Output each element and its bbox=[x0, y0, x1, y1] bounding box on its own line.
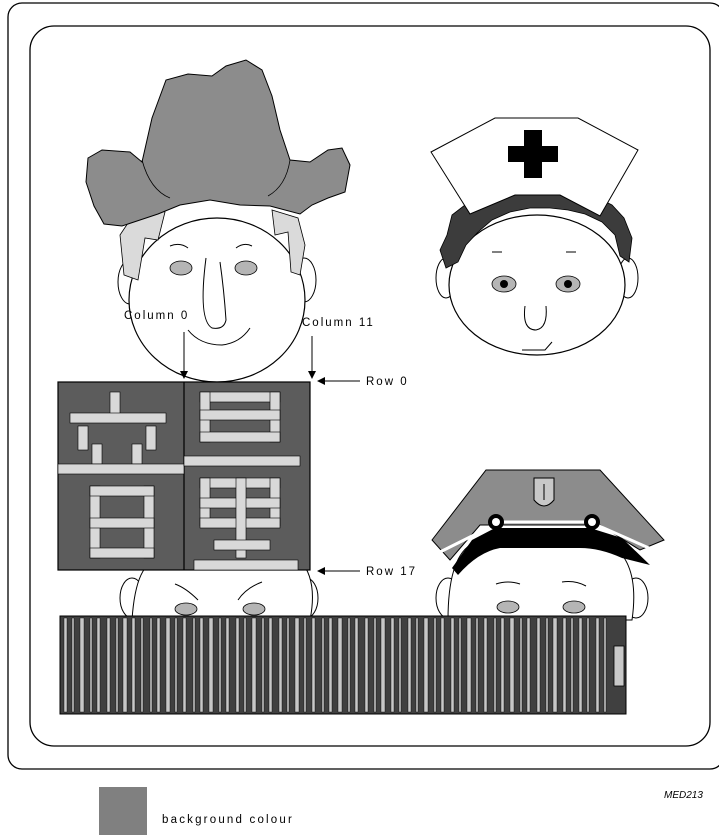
barcode-bar bbox=[97, 618, 100, 712]
text-character-block bbox=[58, 382, 310, 570]
barcode-bar bbox=[141, 618, 143, 712]
barcode-bar bbox=[279, 618, 282, 712]
barcode-bar bbox=[166, 618, 170, 712]
barcode-bar bbox=[553, 618, 557, 712]
barcode-bar bbox=[501, 618, 504, 712]
label-column-end: Column 11 bbox=[302, 317, 375, 329]
barcode-bar bbox=[579, 618, 582, 712]
barcode-bar bbox=[80, 618, 84, 712]
barcode-bar bbox=[236, 618, 239, 712]
barcode-bar bbox=[107, 618, 110, 712]
cowboy-hat-icon bbox=[86, 60, 350, 226]
barcode-bar bbox=[116, 618, 118, 712]
barcode-bar bbox=[64, 618, 67, 712]
barcode-bar bbox=[287, 618, 289, 712]
barcode-bar bbox=[175, 618, 177, 712]
barcode-bar bbox=[72, 618, 74, 712]
barcode-bar bbox=[484, 618, 487, 712]
barcode-bar bbox=[329, 618, 332, 712]
barcode-bar bbox=[416, 618, 418, 712]
barcode-bar bbox=[476, 618, 478, 712]
barcode-bar bbox=[295, 618, 299, 712]
barcode-bar bbox=[604, 618, 606, 712]
barcode-bar bbox=[520, 618, 522, 712]
cowboy-eye-left bbox=[170, 261, 192, 275]
barcode-bar bbox=[355, 618, 358, 712]
barcode-bar bbox=[219, 618, 221, 712]
legend-label: background colour bbox=[162, 814, 294, 826]
label-row-end: Row 17 bbox=[366, 566, 417, 578]
barcode-bar bbox=[365, 618, 368, 712]
barcode-bar bbox=[587, 618, 589, 712]
barcode-bar bbox=[434, 618, 436, 712]
barcode-bar bbox=[424, 618, 428, 712]
cowboy-head bbox=[129, 218, 305, 382]
nurse-face bbox=[431, 118, 638, 355]
barcode-bar bbox=[244, 618, 246, 712]
barcode-bar bbox=[123, 618, 127, 712]
barcode-bar bbox=[596, 618, 599, 712]
barcode-bar bbox=[200, 618, 203, 712]
barcode-bar bbox=[252, 618, 256, 712]
barcode-bar bbox=[157, 618, 160, 712]
barcode-bar bbox=[348, 618, 350, 712]
barcode-end-tab bbox=[614, 646, 624, 686]
barcode-bar bbox=[537, 618, 540, 712]
barcode-bar bbox=[381, 618, 385, 712]
cowboy-face bbox=[86, 60, 350, 382]
barcode-bar bbox=[90, 618, 92, 712]
legend-swatch bbox=[99, 787, 147, 835]
barcode-bar bbox=[494, 618, 496, 712]
barcode-bar bbox=[451, 618, 454, 712]
barcode-bar bbox=[510, 618, 514, 712]
barcode-bar bbox=[527, 618, 530, 712]
figure-id: MED213 bbox=[664, 790, 703, 801]
barcode-bar bbox=[408, 618, 411, 712]
barcode-bar bbox=[150, 618, 152, 712]
barcode-bar bbox=[391, 618, 394, 712]
barcode-bar bbox=[374, 618, 376, 712]
barcode-bar bbox=[304, 618, 306, 712]
nurse-head bbox=[449, 215, 625, 355]
barcode-bar bbox=[563, 618, 566, 712]
barcode-bar bbox=[312, 618, 315, 712]
label-column-start: Column 0 bbox=[124, 310, 189, 322]
barcode-bar bbox=[209, 618, 213, 712]
barcode-bar bbox=[226, 618, 229, 712]
barcode-bar bbox=[399, 618, 401, 712]
barcode-bar bbox=[546, 618, 548, 712]
barcode-bar bbox=[262, 618, 264, 712]
barcode-bar bbox=[338, 618, 342, 712]
barcode-bar bbox=[571, 618, 573, 712]
barcode-bar bbox=[467, 618, 471, 712]
barcode-bar bbox=[459, 618, 461, 712]
barcode-bar bbox=[269, 618, 272, 712]
barcode-bar bbox=[183, 618, 186, 712]
barcode-strip bbox=[60, 616, 626, 714]
police-face bbox=[432, 470, 664, 620]
barcode-bar bbox=[441, 618, 444, 712]
cowboy-eye-right bbox=[235, 261, 257, 275]
barcode-bar bbox=[322, 618, 324, 712]
label-row-start: Row 0 bbox=[366, 376, 409, 388]
barcode-bar bbox=[193, 618, 195, 712]
barcode-bar bbox=[132, 618, 135, 712]
